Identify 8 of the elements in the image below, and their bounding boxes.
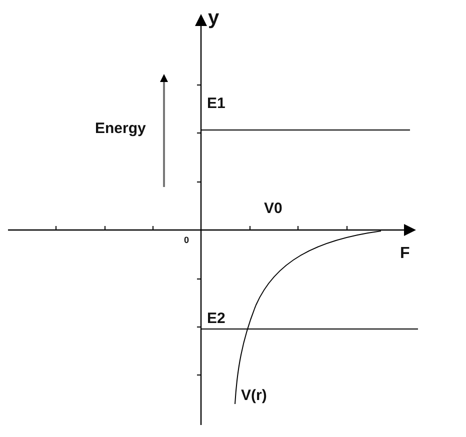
- level-label: E2: [207, 311, 226, 326]
- curve-label: V(r): [241, 388, 267, 403]
- axis-label: F: [400, 246, 410, 262]
- level-label: E1: [207, 96, 226, 111]
- level-label: V0: [264, 201, 282, 216]
- axis-label: y: [208, 8, 220, 28]
- origin-label: 0: [184, 236, 190, 245]
- axis-title: Energy: [95, 121, 146, 136]
